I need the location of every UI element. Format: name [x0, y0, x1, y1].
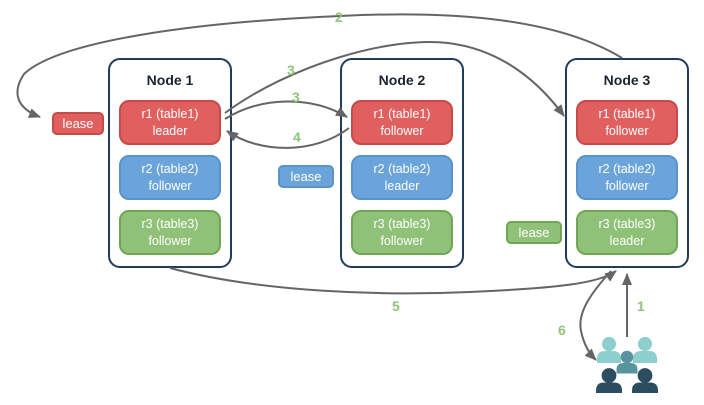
- step-label-6: 6: [558, 322, 566, 338]
- node3-replica-r1: r1 (table1) follower: [576, 100, 678, 145]
- step-label-3b: 3: [292, 89, 300, 105]
- users-group-icon: [596, 337, 658, 393]
- replica-name: r1 (table1): [373, 107, 431, 122]
- replica-role: follower: [605, 123, 649, 138]
- replica-role: follower: [605, 178, 649, 193]
- step-label-1: 1: [637, 298, 645, 314]
- replica-name: r2 (table2): [373, 162, 431, 177]
- node-card-3: Node 3 r1 (table1) follower r2 (table2) …: [565, 58, 689, 268]
- node2-replica-r1: r1 (table1) follower: [351, 100, 453, 145]
- step-label-4: 4: [293, 129, 301, 145]
- node-3-replicas: r1 (table1) follower r2 (table2) followe…: [576, 100, 678, 255]
- replica-name: r2 (table2): [598, 162, 656, 177]
- replica-name: r1 (table1): [141, 107, 199, 122]
- node1-replica-r1: r1 (table1) leader: [119, 100, 221, 145]
- node-2-replicas: r1 (table1) follower r2 (table2) leader …: [351, 100, 453, 255]
- step-label-2: 2: [335, 9, 343, 25]
- replica-name: r2 (table2): [141, 162, 199, 177]
- arrow-4-node2-to-node1: [226, 127, 350, 149]
- node3-replica-r3: r3 (table3) leader: [576, 210, 678, 255]
- replica-role: follower: [148, 233, 192, 248]
- step-label-5: 5: [392, 298, 400, 314]
- node-2-title: Node 2: [378, 72, 426, 88]
- node-card-1: Node 1 r1 (table1) leader r2 (table2) fo…: [108, 58, 232, 268]
- step-label-3a: 3: [287, 62, 295, 78]
- replica-name: r3 (table3): [373, 217, 431, 232]
- replica-name: r3 (table3): [141, 217, 199, 232]
- replica-name: r3 (table3): [598, 217, 656, 232]
- node2-replica-r2: r2 (table2) leader: [351, 155, 453, 200]
- node-card-2: Node 2 r1 (table1) follower r2 (table2) …: [340, 58, 464, 268]
- replica-role: follower: [380, 123, 424, 138]
- lease-badge-table2: lease: [278, 165, 334, 188]
- node-1-title: Node 1: [146, 72, 194, 88]
- replica-role: follower: [380, 233, 424, 248]
- replica-role: leader: [609, 233, 645, 248]
- lease-badge-table1: lease: [52, 112, 104, 135]
- arrow-5-node1-to-node3: [169, 267, 617, 295]
- node-3-title: Node 3: [603, 72, 651, 88]
- node1-replica-r2: r2 (table2) follower: [119, 155, 221, 200]
- node-1-replicas: r1 (table1) leader r2 (table2) follower …: [119, 100, 221, 255]
- lease-badge-table3: lease: [506, 221, 562, 244]
- replica-role: follower: [148, 178, 192, 193]
- replica-role: leader: [152, 123, 188, 138]
- arrow-6-node3-to-users: [579, 270, 612, 361]
- arrow-3-node1-to-node2: [224, 100, 348, 120]
- replica-name: r1 (table1): [598, 107, 656, 122]
- node2-replica-r3: r3 (table3) follower: [351, 210, 453, 255]
- node3-replica-r2: r2 (table2) follower: [576, 155, 678, 200]
- replica-role: leader: [384, 178, 420, 193]
- node1-replica-r3: r3 (table3) follower: [119, 210, 221, 255]
